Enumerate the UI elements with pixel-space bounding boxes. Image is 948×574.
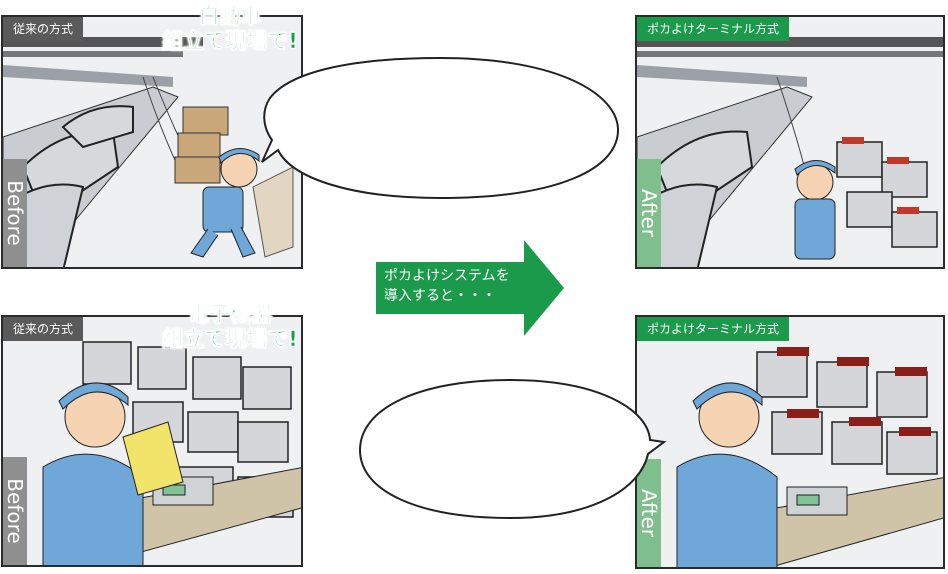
panel-before-electronics: 従来の方式 Before bbox=[1, 315, 303, 567]
car-assembly-scene bbox=[3, 17, 301, 267]
panel-tag: ポカよけターミナル方式 bbox=[637, 317, 790, 341]
caption-line2: 組立て現場で! bbox=[162, 29, 298, 54]
after-label: After bbox=[637, 159, 661, 267]
before-label: Before bbox=[3, 457, 27, 565]
panel-tag: 従来の方式 bbox=[3, 317, 84, 341]
arrow-text-line2: 導入すると・・・ bbox=[384, 288, 496, 304]
panel-before-car: 従来の方式 Before bbox=[1, 15, 303, 269]
arrow-text-line1: ポカよけシステムを bbox=[384, 268, 510, 284]
caption-car-assembly: 自動車 組立て現場で! bbox=[155, 4, 305, 54]
after-label: After bbox=[637, 459, 661, 567]
caption-line1: 自動車 bbox=[198, 4, 262, 29]
caption-line2: 組立て現場で! bbox=[162, 327, 298, 352]
panel-after-car: ポカよけターミナル方式 After bbox=[635, 15, 945, 269]
car-assembly-after-scene bbox=[637, 17, 943, 267]
electronics-assembly-scene bbox=[3, 317, 301, 565]
arrow-text: ポカよけシステムを 導入すると・・・ bbox=[384, 266, 534, 306]
caption-electronics-assembly: 電子機器 組立て現場で! bbox=[155, 302, 305, 352]
panel-after-electronics: ポカよけターミナル方式 After bbox=[635, 315, 945, 569]
caption-line1: 電子機器 bbox=[188, 302, 273, 327]
electronics-assembly-after-scene bbox=[637, 317, 943, 567]
before-label: Before bbox=[3, 159, 27, 267]
panel-tag: 従来の方式 bbox=[3, 17, 84, 41]
arrow-right-icon bbox=[376, 240, 564, 336]
panel-tag: ポカよけターミナル方式 bbox=[637, 17, 790, 41]
